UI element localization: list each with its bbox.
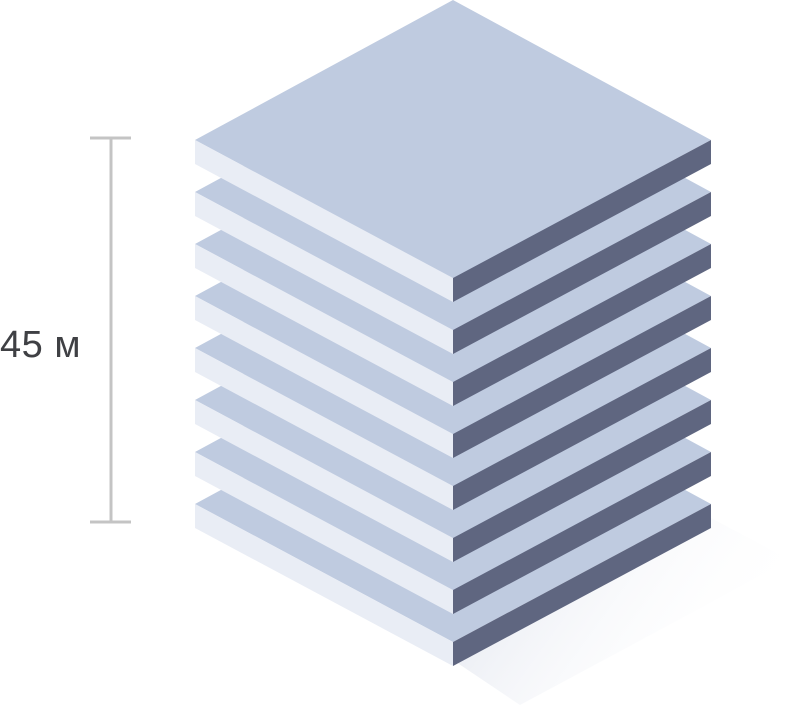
floor-right-face: [453, 400, 711, 562]
height-dimension-line: [90, 136, 131, 524]
floor-left-face: [195, 296, 453, 458]
floor-right-face: [453, 348, 711, 510]
floor-left-face: [195, 192, 453, 354]
floor-left-face: [195, 140, 453, 302]
building-floors: [195, 0, 711, 666]
floor-top-face: [195, 0, 711, 278]
floor-left-face: [195, 504, 453, 666]
floor-right-face: [453, 452, 711, 614]
floor-left-face: [195, 452, 453, 614]
floor-slab: [195, 0, 711, 302]
floor-right-face: [453, 192, 711, 354]
floor-left-face: [195, 348, 453, 510]
ground-shadow: [453, 518, 790, 705]
floor-left-face: [195, 244, 453, 406]
floor-right-face: [453, 140, 711, 302]
height-label: 45 м: [0, 324, 81, 366]
floor-left-face: [195, 400, 453, 562]
floor-right-face: [453, 296, 711, 458]
floor-right-face: [453, 244, 711, 406]
floor-right-face: [453, 504, 711, 666]
